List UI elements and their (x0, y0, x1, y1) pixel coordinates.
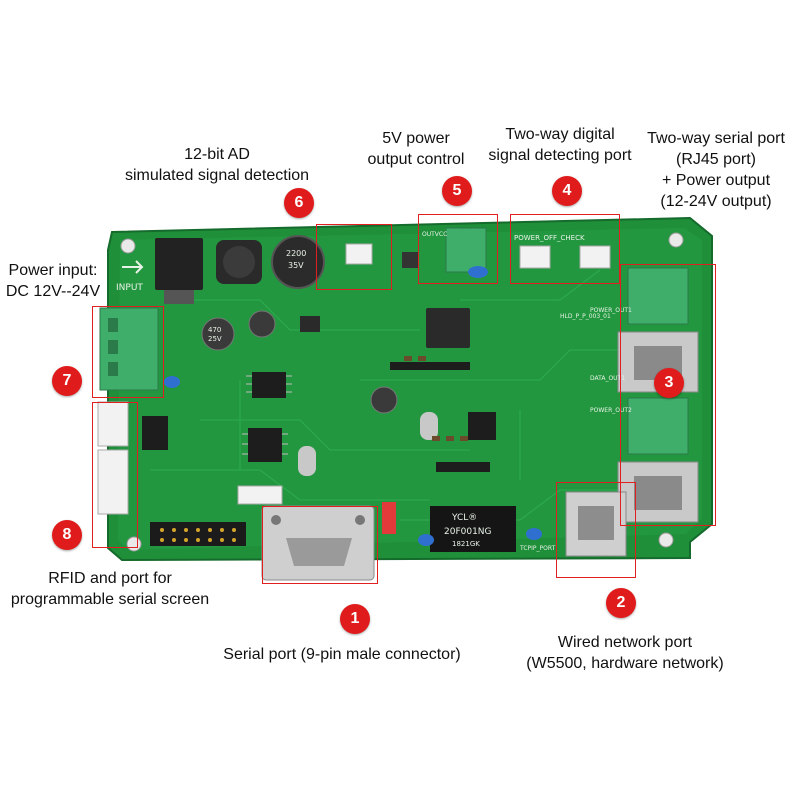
mounting-hole (668, 232, 684, 248)
label-wired-network: Wired network port (W5500, hardware netw… (526, 634, 724, 672)
svg-text:POWER_OFF_CHECK: POWER_OFF_CHECK (514, 234, 585, 242)
callout-badge-4: 4 (552, 176, 582, 206)
callout-badge-2: 2 (606, 588, 636, 618)
callout-badge-5: 5 (442, 176, 472, 206)
input-silk: INPUT (116, 283, 143, 293)
power-terminal-2 (627, 397, 689, 455)
svg-text:25V: 25V (208, 335, 222, 343)
ic-chip (468, 412, 496, 440)
label-power-input: Power input: DC 12V--24V (5, 262, 101, 300)
svg-text:470: 470 (208, 326, 221, 334)
label-rj45-power: Two-way serial port (RJ45 port) + Power … (647, 130, 785, 210)
label-power-control: 5V power output control (367, 130, 465, 168)
label-rfid: RFID and port for programmable serial sc… (10, 570, 210, 608)
ctrl-terminal (445, 227, 487, 273)
svg-text:35V: 35V (288, 261, 304, 270)
capacitor-2200 (271, 235, 325, 289)
ad-header (345, 243, 373, 265)
frame-rfid (92, 402, 138, 548)
svg-text:POWER_OUT1: POWER_OUT1 (590, 307, 632, 314)
svg-text:YCL®: YCL® (451, 513, 477, 523)
frame-digital-port (510, 214, 620, 284)
power-terminal-1 (627, 267, 689, 325)
callout-badge-3: 3 (654, 368, 684, 398)
svg-text:OUTVCC: OUTVCC (422, 231, 447, 238)
label-serial-port: Serial port (9-pin male connector) (223, 646, 461, 663)
callout-badge-8: 8 (52, 520, 82, 550)
ic-chip (436, 462, 490, 472)
svg-text:POWER_OUT2: POWER_OUT2 (590, 407, 632, 414)
frame-power-input (92, 306, 164, 398)
frame-serial-port (262, 506, 378, 584)
svg-text:TCPIP_PORT: TCPIP_PORT (519, 545, 556, 552)
label-ad-detection: 12-bit AD simulated signal detection (124, 146, 310, 184)
regulator-chip (155, 238, 203, 290)
digital-header-1 (519, 245, 551, 269)
frame-ad-detection (316, 224, 392, 290)
ethernet-magnetics (430, 506, 516, 552)
svg-text:DATA_OUT1: DATA_OUT1 (590, 375, 625, 382)
serial-screen-header (97, 449, 129, 515)
mounting-hole (120, 238, 136, 254)
frame-power-control (418, 214, 498, 284)
capacitor-470 (201, 317, 235, 351)
callout-badge-6: 6 (284, 188, 314, 218)
label-digital-port: Two-way digital signal detecting port (488, 126, 632, 164)
svg-text:1821GK: 1821GK (452, 540, 480, 548)
svg-text:HLD_P_P_003_01: HLD_P_P_003_01 (560, 313, 611, 320)
svg-text:2200: 2200 (286, 249, 306, 258)
callout-badge-7: 7 (52, 366, 82, 396)
ic-chip (390, 362, 470, 370)
frame-wired-network (556, 482, 636, 578)
digital-header-2 (579, 245, 611, 269)
ic-chip (248, 428, 282, 462)
ic-chip (252, 372, 286, 398)
callout-badge-1: 1 (340, 604, 370, 634)
ic-chip (142, 416, 168, 450)
dip-switch (382, 502, 396, 534)
frame-rj45-power (620, 264, 716, 526)
svg-text:20F001NG: 20F001NG (444, 527, 492, 537)
mounting-hole (658, 532, 674, 548)
